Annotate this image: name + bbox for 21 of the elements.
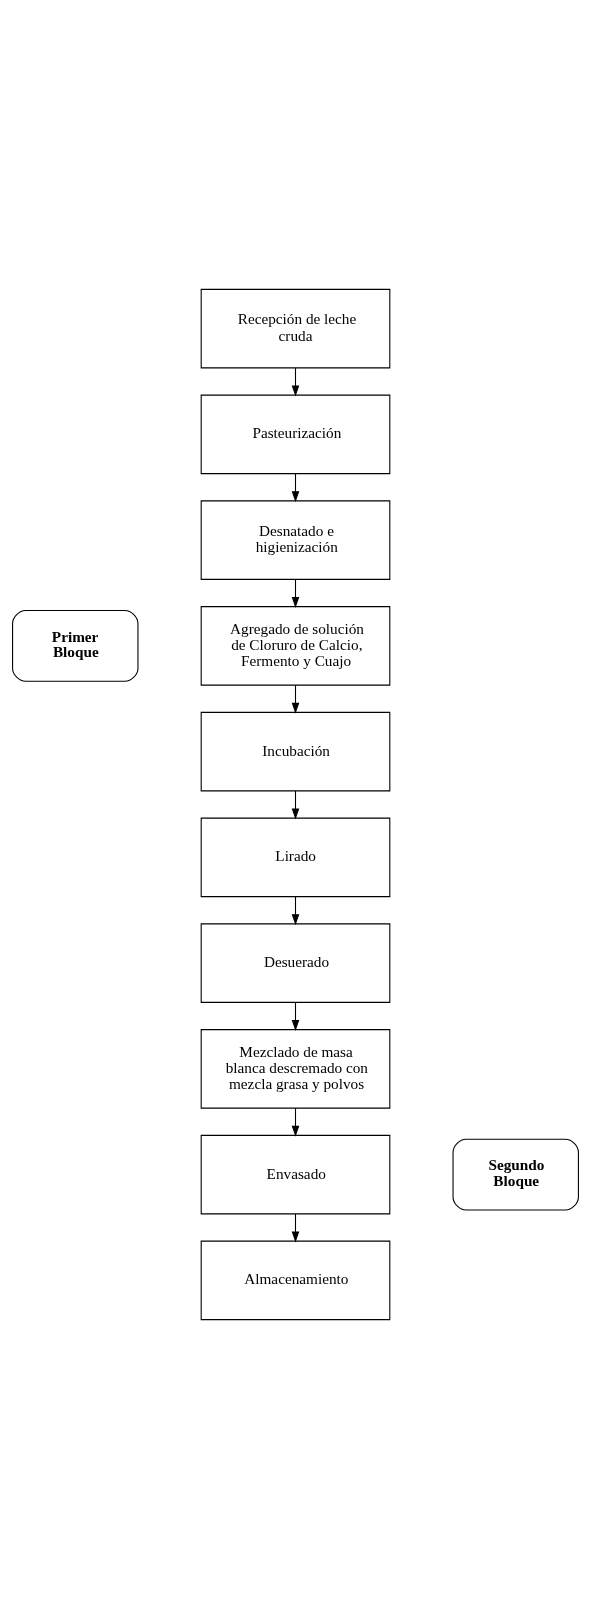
- arrow: [291, 684, 300, 714]
- node-box: Almacenamiento: [200, 1240, 391, 1320]
- node-box: Desuerado: [200, 922, 391, 1003]
- node-box: Lirado: [200, 817, 391, 897]
- arrow: [291, 1001, 300, 1031]
- node-box: Mezclado de masa blanca descremado con mezcla grasa y polvos: [200, 1028, 391, 1109]
- node-box: Agregado de solución de Cloruro de Calcio, Fermento y Cuajo: [200, 605, 391, 686]
- arrow: [291, 789, 300, 819]
- arrow: [291, 578, 300, 608]
- arrow: [291, 1107, 300, 1137]
- node-box: Primer Bloque: [12, 609, 139, 682]
- node-box: Envasado: [200, 1134, 391, 1214]
- node-box: Desnatado e higienización: [200, 499, 391, 580]
- node-box: Segundo Bloque: [452, 1138, 579, 1211]
- node-box: Incubación: [200, 711, 391, 791]
- node-box: Recepción de leche cruda: [200, 288, 391, 368]
- arrow: [291, 1212, 300, 1242]
- arrow: [291, 472, 300, 502]
- node-box: Pasteurización: [200, 394, 391, 474]
- arrow: [291, 895, 300, 925]
- arrow: [291, 366, 300, 396]
